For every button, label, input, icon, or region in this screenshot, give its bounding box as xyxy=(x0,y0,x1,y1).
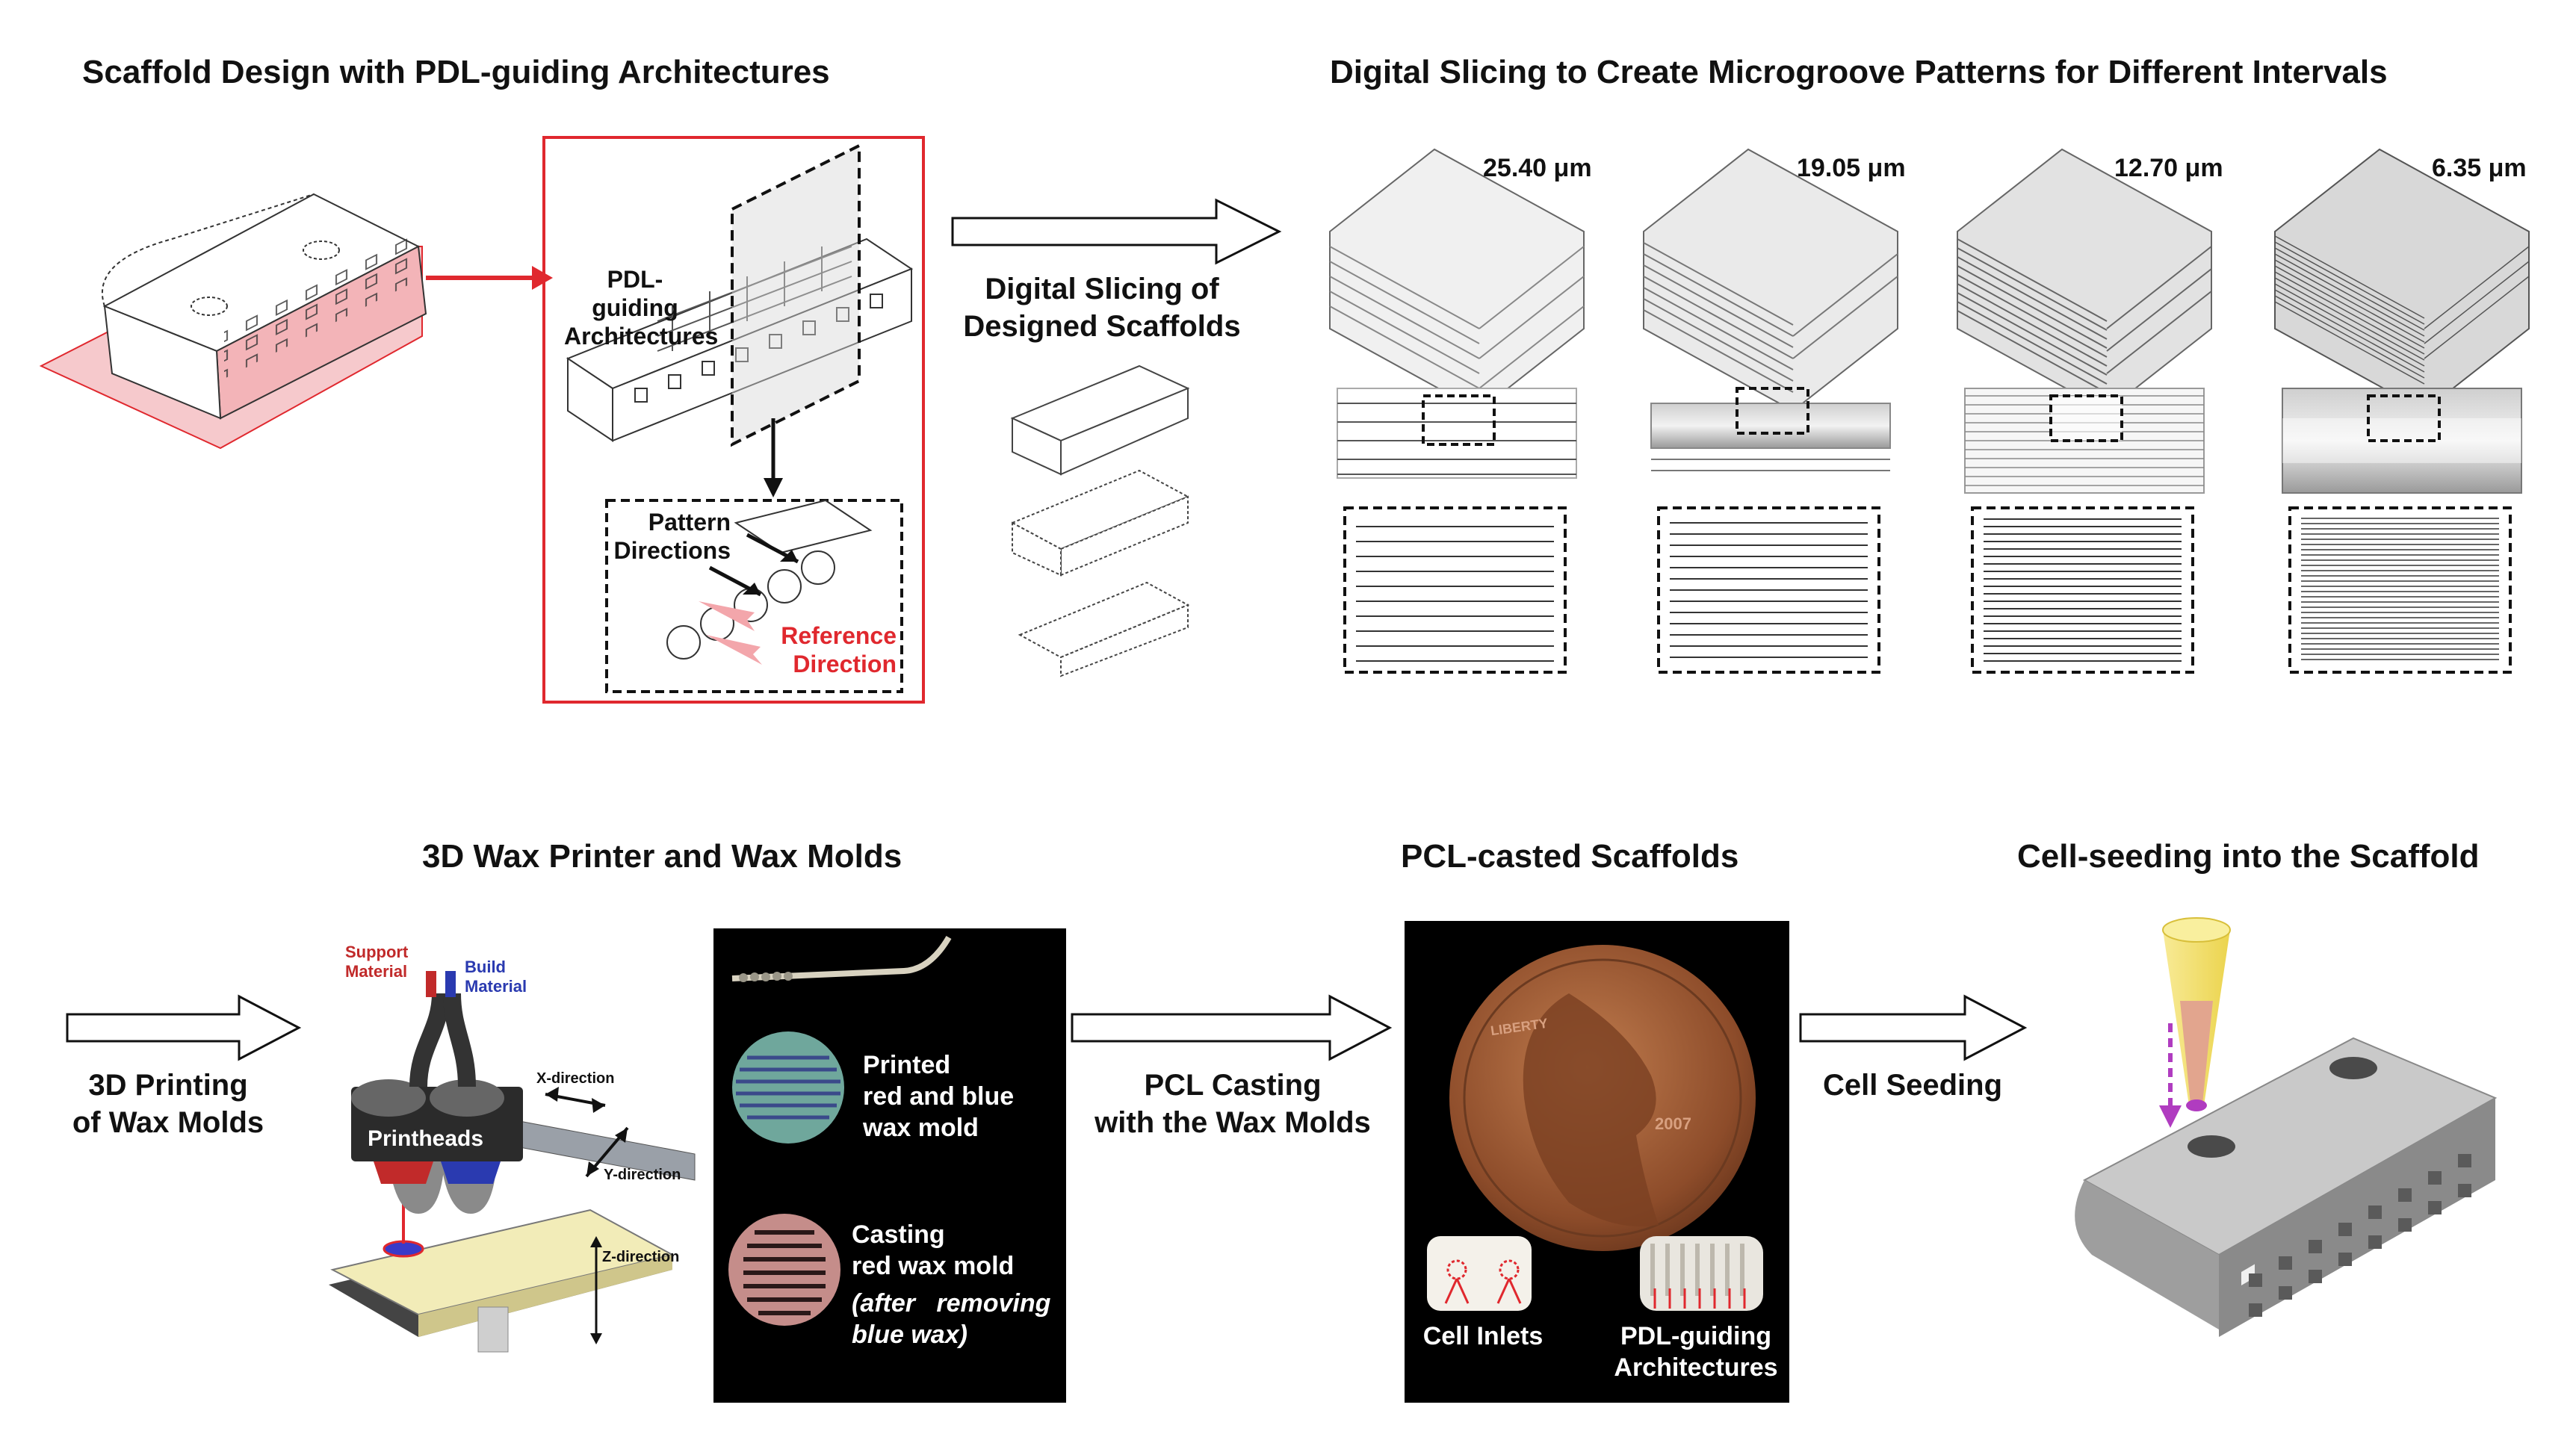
printing-arrow xyxy=(66,994,302,1061)
casting-label-line2: with the Wax Molds xyxy=(1095,1106,1371,1139)
interval-label-4: 6.35 μm xyxy=(2432,154,2527,182)
exploded-slices xyxy=(1010,364,1190,677)
printed-line2: red and blue xyxy=(863,1082,1015,1111)
slicing-arrow xyxy=(951,198,1282,265)
x-direction-label: X-direction xyxy=(536,1070,615,1087)
seeding-arrow-label: Cell Seeding xyxy=(1822,1069,2003,1102)
wax-mold-photo xyxy=(713,928,1066,1403)
interval-label-2: 19.05 μm xyxy=(1797,154,1906,182)
pattern-line2: Directions xyxy=(613,537,731,564)
build-line1: Build xyxy=(465,958,506,976)
support-line2: Material xyxy=(345,962,408,981)
slicing-columns xyxy=(1329,148,2530,674)
casting-arrow-label: PCL Casting with the Wax Molds xyxy=(1076,1067,1390,1141)
pdl-detail-drawing xyxy=(566,143,914,693)
pdl-label-line2: Architectures xyxy=(564,323,719,350)
pcl-pdl-line1: PDL-guiding xyxy=(1620,1322,1772,1350)
casting-line1: Casting xyxy=(852,1220,945,1249)
pdl-detail-box xyxy=(542,136,925,704)
printed-line3: wax mold xyxy=(863,1114,979,1142)
digital-slicing-title: Digital Slicing to Create Microgroove Pa… xyxy=(1330,54,2388,90)
casting-line3: (after removing xyxy=(852,1289,1051,1318)
slicing-label-line1: Digital Slicing of xyxy=(985,273,1219,305)
z-direction-label: Z-direction xyxy=(602,1249,680,1265)
wax-printer-drawing xyxy=(329,971,696,1353)
casting-line2: red wax mold xyxy=(852,1252,1015,1280)
cell-inlets-text: Cell Inlets xyxy=(1422,1322,1544,1350)
printheads-label: Printheads xyxy=(368,1126,484,1151)
support-line1: Support xyxy=(345,943,409,961)
pattern-line1: Pattern xyxy=(648,509,731,536)
interval-label-1: 25.40 μm xyxy=(1483,154,1592,182)
pattern-directions-label: Pattern Directions xyxy=(611,508,731,565)
reference-line1: Reference xyxy=(781,622,897,649)
build-line2: Material xyxy=(465,977,527,996)
cell-seeding-drawing xyxy=(2075,917,2498,1337)
build-material-label: Build Material xyxy=(465,958,527,996)
printing-label-line1: 3D Printing xyxy=(88,1069,248,1102)
scaffold-design-title: Scaffold Design with PDL-guiding Archite… xyxy=(82,54,830,90)
pcl-pdl-label: PDL-guiding Architectures xyxy=(1606,1321,1786,1383)
pcl-photo xyxy=(1405,921,1789,1403)
seeding-arrow xyxy=(1799,994,2028,1061)
pdl-architectures-label: PDL-guiding Architectures xyxy=(564,265,719,350)
coin-year-text: 2007 xyxy=(1655,1114,1691,1133)
slicing-label-line2: Designed Scaffolds xyxy=(963,310,1241,343)
printed-mold-label: Printed red and blue wax mold xyxy=(863,1049,1014,1144)
pcl-scaffolds-title: PCL-casted Scaffolds xyxy=(1401,838,1739,875)
printed-line1: Printed xyxy=(863,1051,951,1079)
pcl-pdl-line2: Architectures xyxy=(1614,1353,1778,1382)
y-direction-label: Y-direction xyxy=(604,1167,681,1183)
slicing-arrow-label: Digital Slicing of Designed Scaffolds xyxy=(938,270,1266,345)
casting-mold-label: Casting red wax mold (after removing blu… xyxy=(852,1219,1050,1350)
pdl-label-line1: PDL-guiding xyxy=(592,266,678,321)
reference-direction-label: Reference Direction xyxy=(762,621,897,678)
interval-label-3: 12.70 μm xyxy=(2114,154,2223,182)
scaffold-design-drawing xyxy=(39,193,553,450)
support-material-label: Support Material xyxy=(345,943,408,981)
printing-arrow-label: 3D Printing of Wax Molds xyxy=(45,1067,291,1141)
casting-line4: blue wax) xyxy=(852,1321,967,1349)
casting-label-line1: PCL Casting xyxy=(1144,1069,1322,1102)
cell-inlets-label: Cell Inlets xyxy=(1419,1321,1546,1352)
reference-line2: Direction xyxy=(793,651,897,677)
printing-label-line2: of Wax Molds xyxy=(72,1106,264,1139)
cell-seeding-title: Cell-seeding into the Scaffold xyxy=(2017,838,2480,875)
casting-arrow xyxy=(1071,994,1393,1061)
wax-printer-title: 3D Wax Printer and Wax Molds xyxy=(422,838,902,875)
